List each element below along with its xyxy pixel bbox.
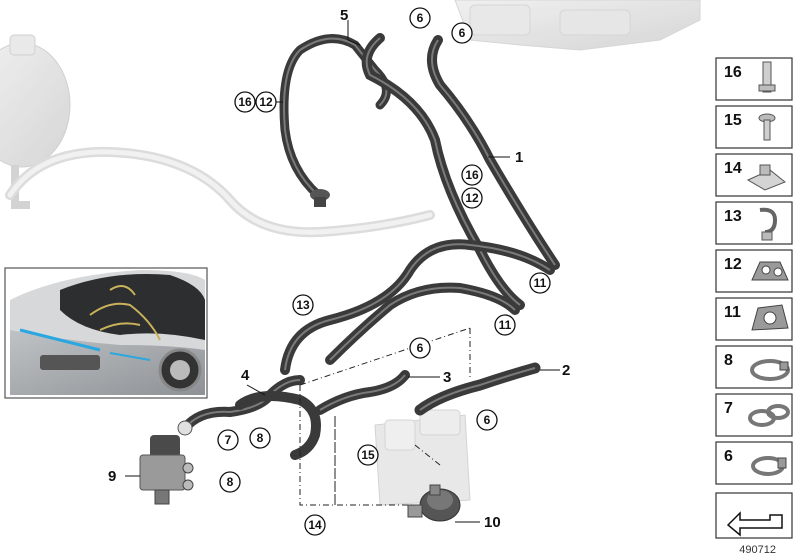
circle-callout-14: 14 — [304, 514, 326, 536]
side-panel-item: 16 — [715, 57, 793, 101]
side-panel: 16 15 14 13 12 — [715, 57, 793, 539]
svg-text:14: 14 — [308, 518, 322, 532]
car-inset — [4, 267, 208, 399]
svg-text:15: 15 — [361, 448, 375, 462]
svg-text:16: 16 — [465, 168, 479, 182]
reservoir-ghost-bottom — [374, 409, 471, 506]
engine-ghost-top-right — [454, 0, 701, 51]
circle-callout-11: 11 — [529, 272, 551, 294]
svg-text:13: 13 — [724, 208, 742, 225]
circle-callout-12: 12 — [461, 187, 483, 209]
hose-13 — [280, 239, 555, 375]
side-panel-item: 7 — [715, 393, 793, 437]
svg-text:11: 11 — [534, 276, 547, 290]
side-panel-item: 11 — [715, 297, 793, 341]
arrow-icon — [726, 511, 783, 537]
side-panel-item: 6 — [715, 441, 793, 485]
circle-callout-7: 7 — [217, 429, 239, 451]
circle-callout-16: 16 — [461, 164, 483, 186]
ghost-hose-left-inner — [7, 149, 433, 235]
hose-4 — [177, 375, 321, 460]
circle-callout-15: 15 — [357, 444, 379, 466]
svg-text:11: 11 — [724, 304, 741, 321]
svg-text:6: 6 — [484, 413, 491, 427]
svg-text:6: 6 — [417, 11, 424, 25]
pump-10 — [407, 484, 461, 522]
svg-text:7: 7 — [225, 433, 232, 447]
callout-4: 4 — [241, 367, 250, 384]
circle-callout-12: 12 — [255, 91, 277, 113]
hose-1 — [361, 33, 560, 310]
circle-callout-11: 11 — [494, 314, 516, 336]
svg-text:6: 6 — [459, 26, 466, 40]
callout-3: 3 — [443, 369, 451, 386]
side-panel-arrow-box — [715, 492, 793, 539]
svg-text:13: 13 — [296, 298, 310, 312]
callout-5: 5 — [340, 7, 348, 24]
callout-1: 1 — [515, 149, 523, 166]
hose-2 — [414, 362, 541, 416]
svg-text:8: 8 — [227, 475, 234, 489]
svg-text:6: 6 — [417, 341, 424, 355]
svg-text:14: 14 — [724, 160, 742, 177]
circle-callout-8: 8 — [249, 427, 271, 449]
diagram-id: 490712 — [739, 544, 776, 556]
circle-callout-6: 6 — [409, 337, 431, 359]
side-panel-item: 13 — [715, 201, 793, 245]
hose-3 — [315, 370, 410, 415]
svg-text:15: 15 — [724, 112, 742, 129]
callout-9: 9 — [108, 468, 116, 485]
callout-10: 10 — [484, 514, 501, 531]
circle-callouts: 6 6 16 12 16 12 11 11 13 6 6 7 8 8 15 14 — [217, 7, 551, 536]
svg-text:8: 8 — [724, 352, 733, 369]
assembly-lines — [299, 327, 471, 506]
side-panel-item: 14 — [715, 153, 793, 197]
circle-callout-8: 8 — [219, 471, 241, 493]
side-panel-item: 8 — [715, 345, 793, 389]
circle-callout-6: 6 — [451, 22, 473, 44]
circle-callout-16: 16 — [234, 91, 256, 113]
svg-text:8: 8 — [257, 431, 264, 445]
valve-9 — [139, 435, 194, 505]
svg-text:6: 6 — [724, 448, 733, 465]
circle-callout-6: 6 — [409, 7, 431, 29]
svg-text:16: 16 — [238, 95, 252, 109]
svg-text:7: 7 — [724, 400, 733, 417]
svg-text:12: 12 — [465, 191, 479, 205]
circle-callout-13: 13 — [292, 294, 314, 316]
svg-text:12: 12 — [724, 256, 742, 273]
expansion-tank-ghost — [0, 34, 71, 209]
side-panel-item: 12 — [715, 249, 793, 293]
side-panel-item: 15 — [715, 105, 793, 149]
svg-text:12: 12 — [259, 95, 273, 109]
callout-2: 2 — [562, 362, 570, 379]
circle-callout-6: 6 — [476, 409, 498, 431]
svg-text:16: 16 — [724, 64, 742, 81]
svg-text:11: 11 — [499, 318, 512, 332]
